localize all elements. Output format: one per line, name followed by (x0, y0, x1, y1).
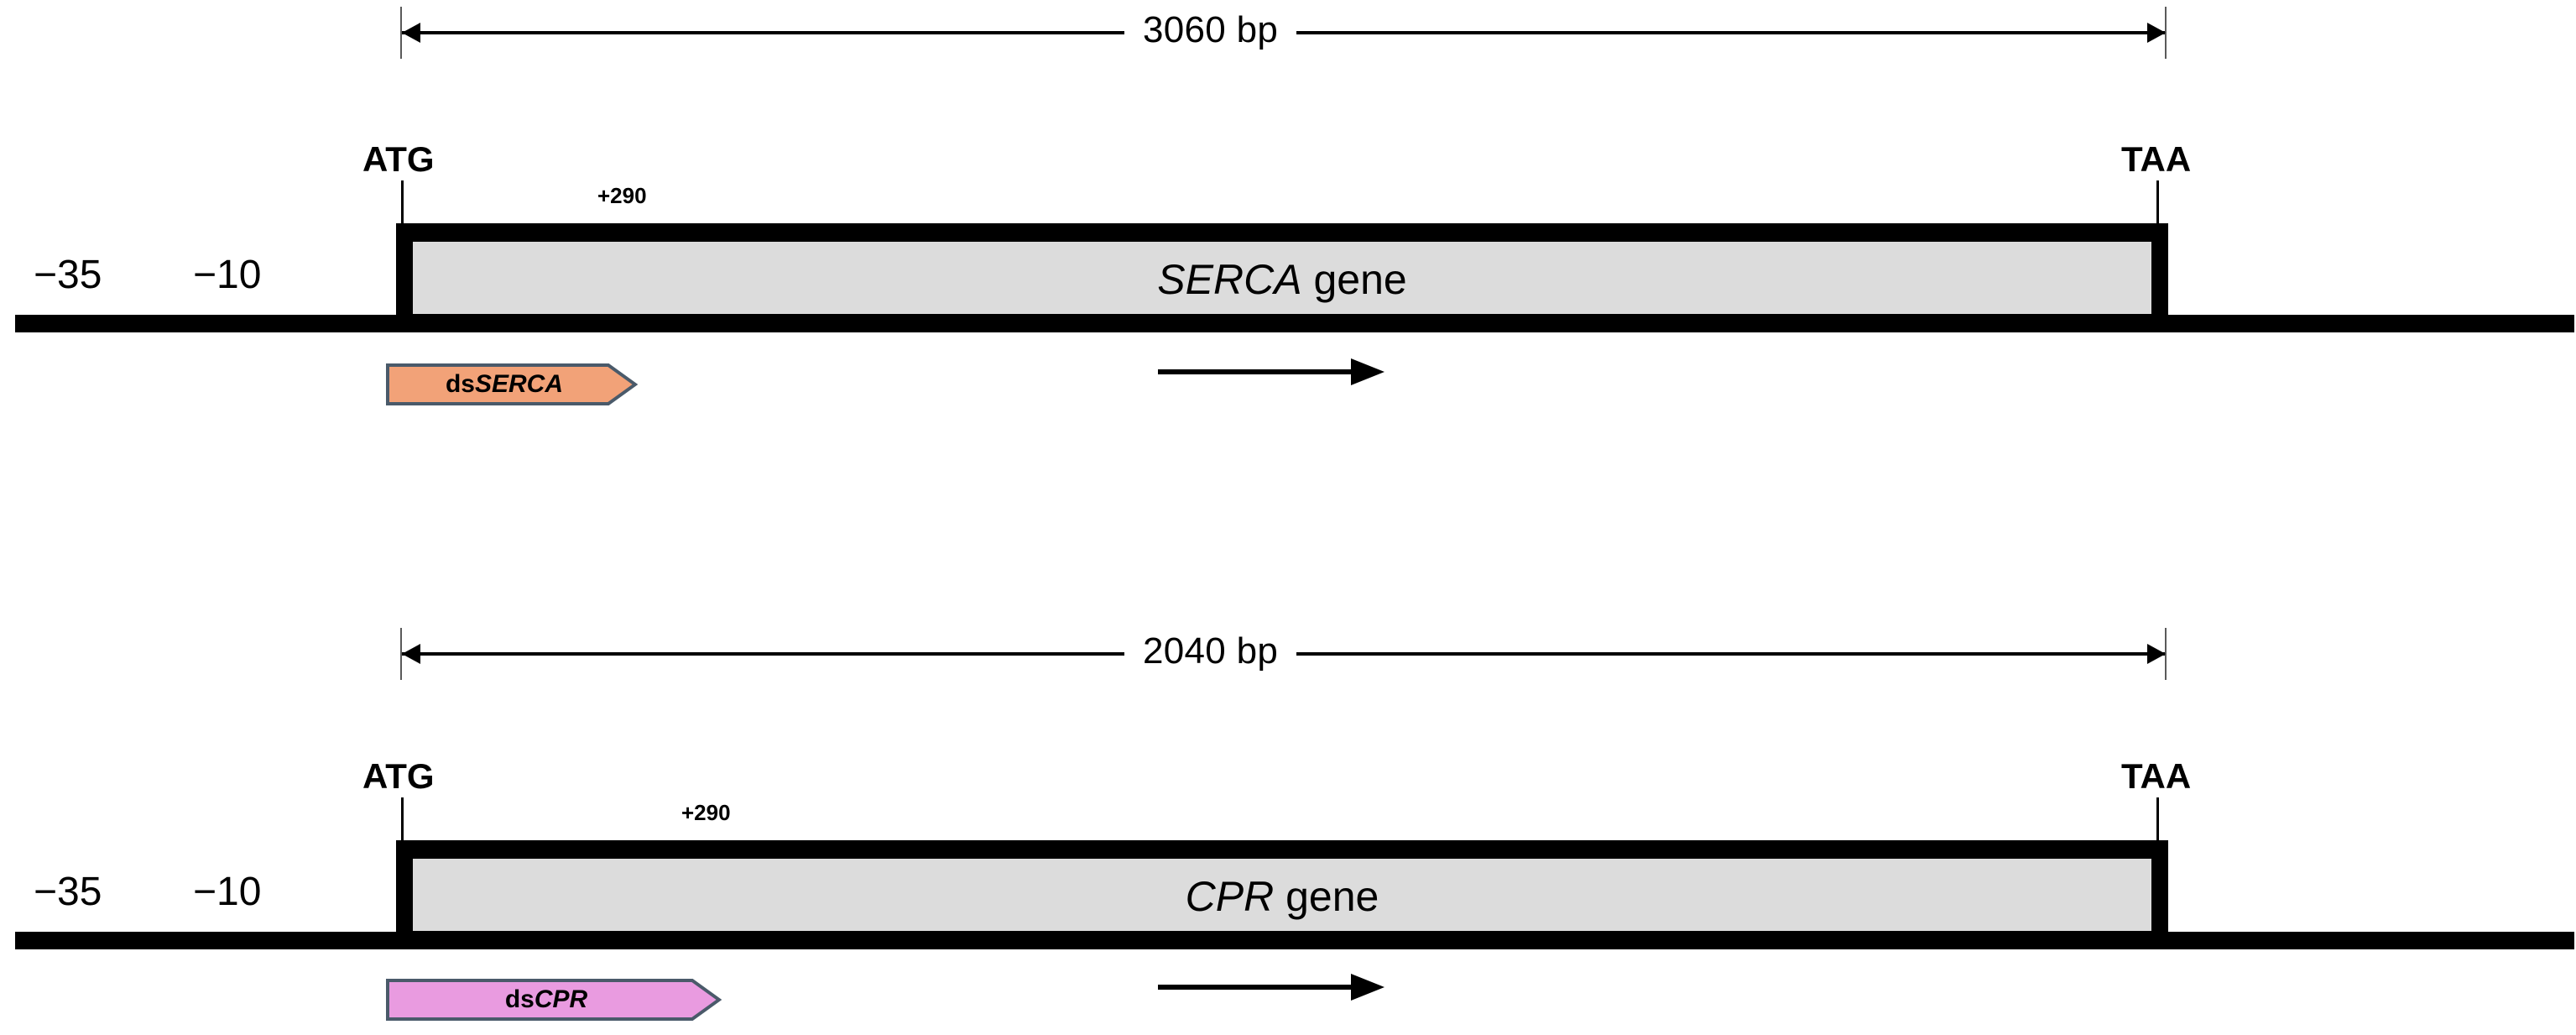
offset-label-cpr: +290 (681, 800, 731, 825)
dsrna-prefix: ds (504, 985, 534, 1013)
dsrna-tag-shape-serca (386, 363, 638, 405)
stop-codon-tick-cpr (2156, 797, 2159, 844)
dimension-arrowhead-left (402, 644, 420, 664)
panel-cpr: 2040 bp −35 −10 CPR gene ATG TAA +290 ds… (0, 621, 2576, 1035)
transcription-arrow-serca (1158, 355, 1384, 389)
promoter-label-minus10: −10 (193, 253, 262, 297)
stop-codon-tick-serca (2156, 180, 2159, 227)
gene-name-italic: SERCA (1157, 256, 1302, 303)
gene-word: gene (1274, 873, 1379, 920)
dsrna-tag-label-serca: dsSERCA (446, 370, 563, 399)
dsrna-gene: CPR (534, 985, 588, 1013)
gene-box-serca: SERCA gene (396, 223, 2168, 332)
dsrna-tag-cpr[interactable]: dsCPR (386, 978, 722, 1022)
promoter-label-minus10: −10 (193, 870, 262, 914)
transcription-arrow-head (1351, 358, 1384, 385)
dsrna-gene: SERCA (475, 370, 564, 398)
stop-codon-label-serca: TAA (2121, 139, 2192, 179)
dimension-tick-left (400, 628, 402, 680)
gene-label-serca: SERCA gene (396, 255, 2168, 304)
gene-box-cpr: CPR gene (396, 840, 2168, 949)
dsrna-tag-serca[interactable]: dsSERCA (386, 363, 638, 406)
dimension-ruler-serca: 3060 bp (0, 0, 2576, 67)
dimension-tick-right (2165, 628, 2167, 680)
offset-label-serca: +290 (597, 183, 647, 208)
start-codon-label-cpr: ATG (362, 756, 435, 796)
transcription-arrow-shaft (1158, 985, 1353, 990)
dimension-tick-right (2165, 7, 2167, 59)
promoter-label-minus35: −35 (34, 870, 102, 914)
dimension-ruler-cpr: 2040 bp (0, 621, 2576, 688)
dimension-arrowhead-left (402, 23, 420, 43)
stop-codon-label-cpr: TAA (2121, 756, 2192, 796)
gene-box-fill (413, 859, 2151, 931)
gene-word: gene (1301, 256, 1407, 303)
dsrna-prefix: ds (445, 370, 475, 398)
start-codon-tick-cpr (401, 797, 404, 844)
gene-label-cpr: CPR gene (396, 872, 2168, 921)
transcription-arrow-head (1351, 974, 1384, 1001)
gene-name-italic: CPR (1185, 873, 1275, 920)
dsrna-tag-shape-cpr (386, 979, 722, 1021)
dimension-label: 3060 bp (1124, 4, 1297, 56)
panel-serca: 3060 bp −35 −10 SERCA gene ATG TAA +290 … (0, 0, 2576, 453)
start-codon-tick-serca (401, 180, 404, 227)
start-codon-label-serca: ATG (362, 139, 435, 179)
dsrna-tag-label-cpr: dsCPR (505, 985, 587, 1014)
dimension-tick-left (400, 7, 402, 59)
gene-box-fill (413, 242, 2151, 314)
transcription-arrow-cpr (1158, 970, 1384, 1004)
dimension-arrowhead-right (2147, 644, 2166, 664)
dimension-arrowhead-right (2147, 23, 2166, 43)
dimension-label: 2040 bp (1124, 625, 1297, 677)
promoter-label-minus35: −35 (34, 253, 102, 297)
transcription-arrow-shaft (1158, 369, 1353, 374)
